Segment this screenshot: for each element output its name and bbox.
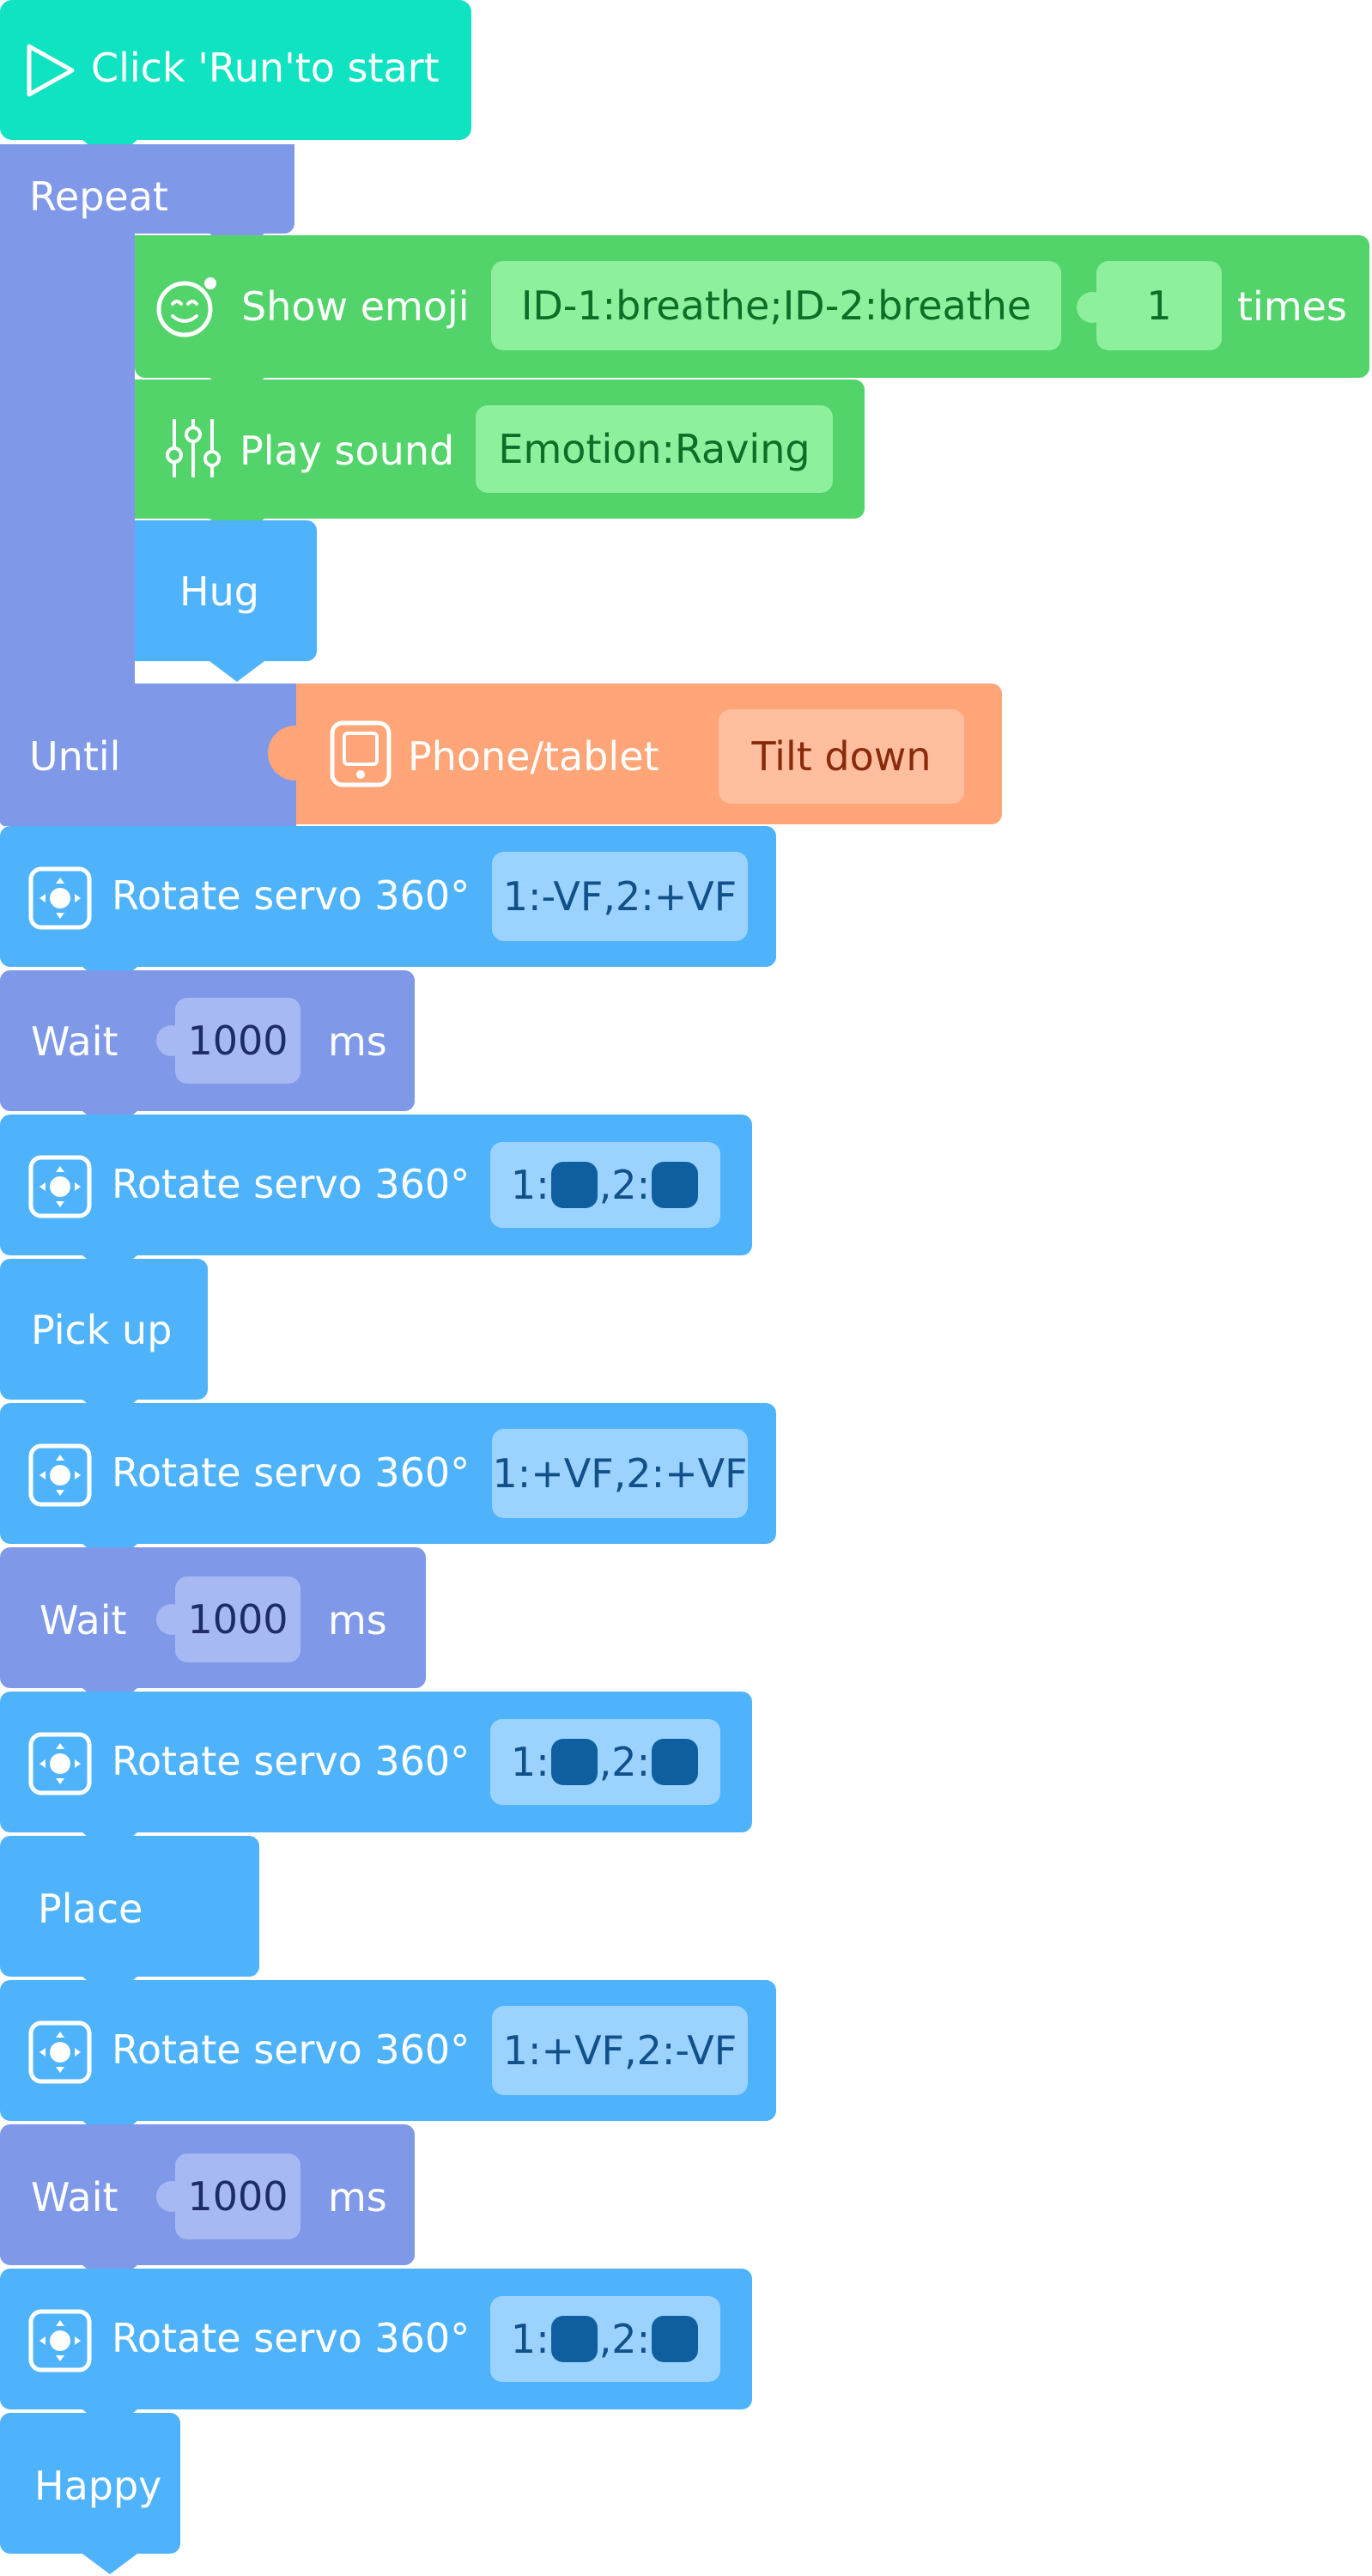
repeat-header[interactable]: Repeat xyxy=(0,144,294,234)
servo-speed-swatch[interactable] xyxy=(652,1739,699,1785)
until-condition-plug xyxy=(268,726,323,781)
wait-value-3[interactable]: 1000 xyxy=(175,2154,301,2239)
servo-value-6[interactable]: 1: ,2: xyxy=(490,2296,720,2382)
servo-speed-swatch[interactable] xyxy=(550,1739,598,1785)
happy-block[interactable]: Happy xyxy=(0,2413,180,2554)
until-condition-label: Phone/tablet xyxy=(408,733,659,780)
servo-icon xyxy=(28,1443,92,1507)
start-block[interactable]: Click 'Run'to start xyxy=(0,0,471,140)
servo-block-6[interactable]: Rotate servo 360° 1: ,2: xyxy=(0,2269,752,2409)
play-sound-label: Play sound xyxy=(240,428,455,474)
times-label: times xyxy=(1237,283,1347,330)
sound-field[interactable]: Emotion:Raving xyxy=(476,405,833,493)
wait-block-1[interactable]: Wait 1000 ms xyxy=(0,970,415,1111)
servo-icon xyxy=(28,1155,92,1218)
servo-value-3[interactable]: 1:+VF,2:+VF xyxy=(492,1429,748,1518)
servo-value-2-prefix-1: 1: xyxy=(510,1162,549,1208)
servo-block-4[interactable]: Rotate servo 360° 1: ,2: xyxy=(0,1692,752,1832)
until-label: Until xyxy=(29,733,121,780)
servo-icon xyxy=(28,1732,92,1795)
happy-label: Happy xyxy=(34,2463,162,2509)
servo-label-3: Rotate servo 360° xyxy=(112,1449,470,1496)
servo-label-5: Rotate servo 360° xyxy=(112,2026,470,2073)
servo-block-5[interactable]: Rotate servo 360° 1:+VF,2:-VF xyxy=(0,1980,776,2121)
wait-label-2: Wait xyxy=(39,1597,127,1643)
servo-value-4-prefix-2: ,2: xyxy=(598,1739,651,1785)
pickup-label: Pick up xyxy=(31,1307,173,1353)
wait-block-2[interactable]: Wait 1000 ms xyxy=(0,1547,426,1688)
servo-value-4-prefix-1: 1: xyxy=(510,1739,549,1785)
servo-value-6-prefix-1: 1: xyxy=(510,2316,549,2362)
show-emoji-label: Show emoji xyxy=(241,283,470,330)
wait-value-2[interactable]: 1000 xyxy=(175,1577,301,1662)
servo-speed-swatch[interactable] xyxy=(652,2316,699,2362)
hug-label: Hug xyxy=(179,568,259,615)
wait-label-3: Wait xyxy=(31,2174,118,2221)
servo-label-6: Rotate servo 360° xyxy=(112,2315,470,2361)
emoji-face-icon xyxy=(156,277,216,337)
sliders-icon xyxy=(166,419,221,477)
pickup-block[interactable]: Pick up xyxy=(0,1259,208,1400)
servo-value-5[interactable]: 1:+VF,2:-VF xyxy=(492,2006,748,2095)
servo-label-1: Rotate servo 360° xyxy=(112,872,470,919)
tilt-field[interactable]: Tilt down xyxy=(719,709,964,804)
servo-icon xyxy=(28,2020,92,2084)
emoji-id-field[interactable]: ID-1:breathe;ID-2:breathe xyxy=(491,261,1061,350)
servo-speed-swatch[interactable] xyxy=(550,1162,598,1208)
servo-value-2[interactable]: 1: ,2: xyxy=(490,1142,720,1228)
show-emoji-block[interactable]: Show emoji ID-1:breathe;ID-2:breathe 1 t… xyxy=(135,235,1369,378)
wait-block-3[interactable]: Wait 1000 ms xyxy=(0,2124,415,2265)
servo-icon xyxy=(28,866,92,930)
servo-value-1[interactable]: 1:-VF,2:+VF xyxy=(492,852,748,941)
servo-value-6-prefix-2: ,2: xyxy=(598,2316,651,2362)
place-label: Place xyxy=(38,1886,143,1932)
servo-value-4[interactable]: 1: ,2: xyxy=(490,1719,720,1805)
repeat-label: Repeat xyxy=(29,173,168,220)
servo-block-3[interactable]: Rotate servo 360° 1:+VF,2:+VF xyxy=(0,1403,776,1544)
start-label: Click 'Run'to start xyxy=(91,45,440,91)
servo-block-2[interactable]: Rotate servo 360° 1: ,2: xyxy=(0,1115,752,1255)
wait-label-1: Wait xyxy=(31,1018,118,1065)
hug-block[interactable]: Hug xyxy=(135,520,317,661)
servo-block-1[interactable]: Rotate servo 360° 1:-VF,2:+VF xyxy=(0,826,776,967)
place-block[interactable]: Place xyxy=(0,1836,259,1977)
servo-icon xyxy=(28,2309,92,2372)
wait-unit-3: ms xyxy=(328,2174,387,2221)
wait-unit-2: ms xyxy=(328,1597,387,1643)
play-sound-block[interactable]: Play sound Emotion:Raving xyxy=(135,380,865,519)
until-footer[interactable]: Until xyxy=(0,683,296,826)
play-icon xyxy=(27,44,75,97)
until-condition-block[interactable]: Phone/tablet Tilt down xyxy=(296,683,1002,824)
wait-value-1[interactable]: 1000 xyxy=(175,998,301,1084)
tablet-icon xyxy=(330,720,392,787)
wait-unit-1: ms xyxy=(328,1018,387,1065)
servo-speed-swatch[interactable] xyxy=(550,2316,598,2362)
servo-speed-swatch[interactable] xyxy=(652,1162,699,1208)
times-count-field[interactable]: 1 xyxy=(1096,261,1222,350)
servo-label-2: Rotate servo 360° xyxy=(112,1161,470,1207)
servo-value-2-prefix-2: ,2: xyxy=(598,1162,651,1208)
hug-notch xyxy=(209,661,264,682)
servo-label-4: Rotate servo 360° xyxy=(112,1738,470,1784)
happy-notch xyxy=(82,2554,137,2574)
